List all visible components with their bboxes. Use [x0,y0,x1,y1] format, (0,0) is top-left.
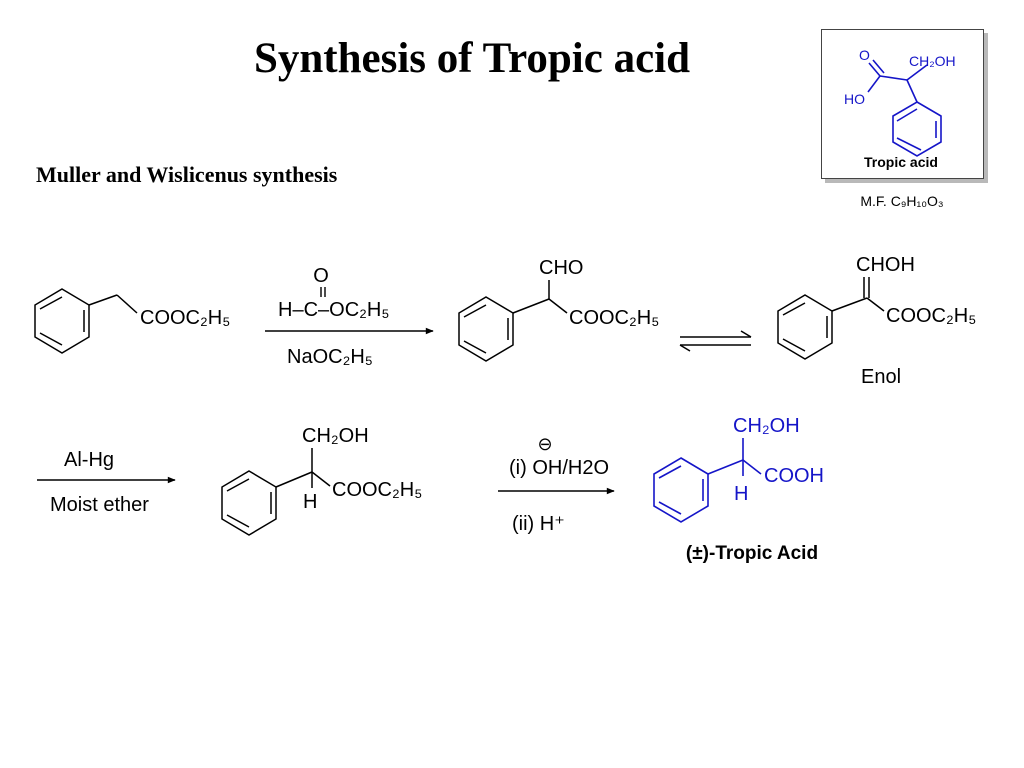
benzene-ring-icon [892,101,942,157]
molecular-formula: M.F. C₉H₁₀O₃ [860,193,943,209]
equilibrium-arrows [679,330,752,352]
benzene-ring-icon [777,294,833,360]
product2-ester-group: COOC₂H₅ [332,479,422,501]
enol-ester-group: COOC₂H₅ [886,305,976,327]
hydrolysis-reagent: (i) OH/H2O [509,457,609,479]
reducing-agent: Al-Hg [64,449,114,471]
tropic-acid-product-structure [653,438,762,523]
carboxylic-acid-group: COOH [764,465,824,487]
base-reagent: NaOC₂H₅ [287,346,373,368]
benzene-ring-icon [221,470,277,536]
product1-ester-group: COOC₂H₅ [569,307,659,329]
formate-carbonyl-o: O [313,265,329,287]
benzene-ring-icon [34,288,90,354]
reference-ho-label: HO [844,91,865,107]
reference-caption: Tropic acid [864,154,938,170]
slide-title: Synthesis of Tropic acid [253,35,691,82]
reference-tropic-acid-structure [867,59,942,157]
product2-hydrogen: H [303,491,317,513]
reference-structure-box [821,29,984,179]
start-ester-group: COOC₂H₅ [140,307,230,329]
ethyl-formate-reagent: H–C–OC₂H₅ [278,299,389,321]
enol-label: Enol [861,366,901,388]
hydroxymethyl-ester-structure [221,448,331,536]
final-hydroxymethyl-group: CH₂OH [733,415,800,437]
aldehyde-group: CHO [539,257,583,279]
acidification-reagent: (ii) H⁺ [512,513,565,535]
final-hydrogen: H [734,483,748,505]
ethyl-phenylacetate-structure [34,288,138,354]
benzene-ring-icon [653,457,709,523]
synthesis-subtitle: Muller and Wislicenus synthesis [36,162,338,187]
benzene-ring-icon [458,296,514,362]
reference-o-label: O [859,47,870,63]
reference-ch2oh-label: CH₂OH [909,53,956,69]
solvent-label: Moist ether [50,494,149,516]
enol-hydroxymethylene-group: CHOH [856,254,915,276]
enol-structure [777,277,885,360]
final-product-label: (±)-Tropic Acid [686,543,818,564]
hydroxymethyl-group: CH₂OH [302,425,369,447]
formyl-ester-structure [458,280,568,362]
hydroxide-charge-icon: ⊖ [537,434,552,454]
